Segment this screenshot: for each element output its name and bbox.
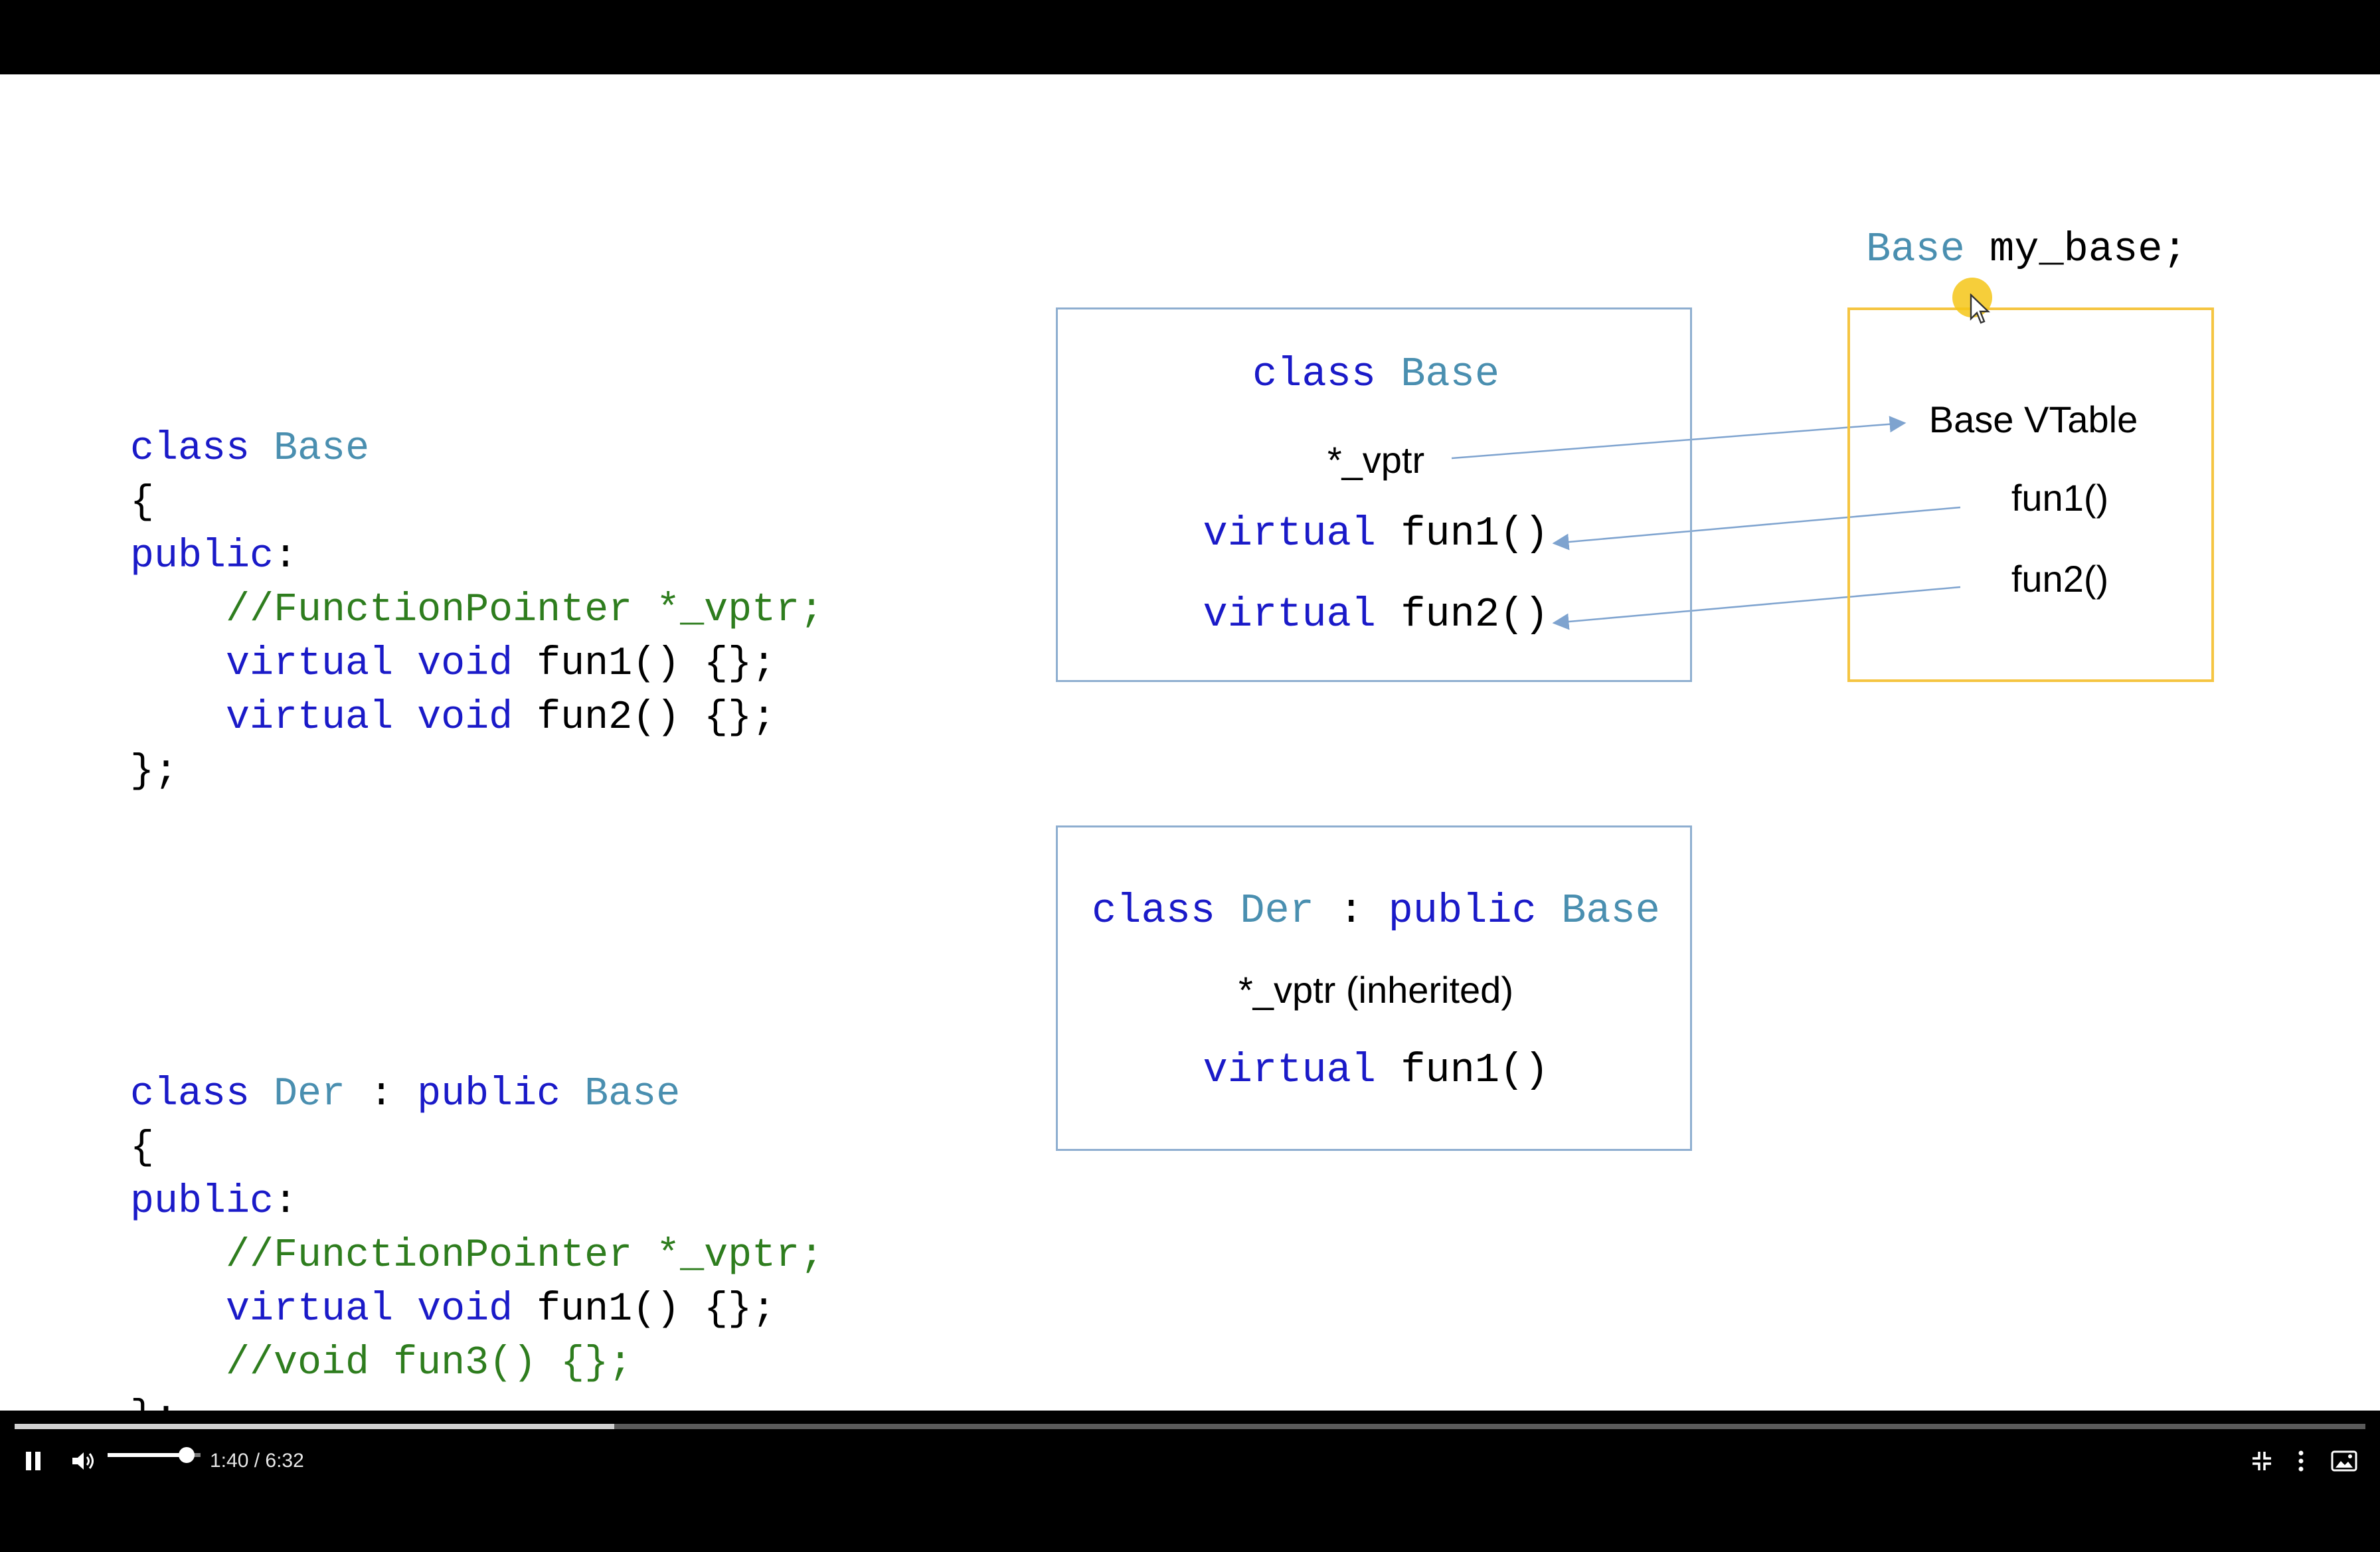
diagram-arrows [1451,416,1961,630]
der-box-fun1-kw: virtual [1203,1047,1376,1094]
base-box-title-type: Base [1401,351,1500,398]
code-token: Base [584,1072,681,1117]
current-time: 1:40 [210,1450,249,1472]
code-token: void [417,642,513,687]
code-token: }; [130,749,179,794]
time-display: 1:40 / 6:32 [210,1434,304,1488]
code-token: { [130,480,155,525]
der-box-vptr: *_vptr (inherited) [1238,969,1513,1011]
arrow-vtable-fun1 [1552,506,1961,551]
code-line: class Base [130,422,823,476]
vtable-entry-fun1: fun1() [2011,477,2109,519]
code-line: }; [130,745,823,799]
code-token: fun1() {}; [513,642,776,687]
code-token: }; [130,1395,179,1440]
code-token: class [130,1072,250,1117]
seek-bar[interactable] [15,1424,2365,1429]
code-token: : [345,1072,418,1117]
seek-bar-played [15,1424,615,1429]
exit-fullscreen-icon [2252,1452,2271,1470]
more-vert-icon [2298,1450,2304,1472]
base-box-fun1-name: fun1() [1401,510,1549,557]
code-line: //void fun3() {}; [130,1337,823,1391]
code-line: virtual void fun2() {}; [130,691,823,745]
code-token: fun1() {}; [513,1287,776,1332]
der-box-title-kw2: public [1388,887,1537,934]
code-token: { [130,1126,155,1171]
der-box-title: class Der : public Base [1058,887,1694,934]
vtable-box: Base VTable fun1() fun2() [1847,307,2214,682]
base-box-title: class Base [1058,351,1694,398]
der-box-fun1-name: fun1() [1401,1047,1549,1094]
code-line: { [130,1122,823,1175]
code-token: fun2() {}; [513,695,776,740]
vtable-entry-fun2: fun2() [2011,558,2109,600]
mouse-pointer-icon [1970,294,1990,324]
code-token: Der [274,1072,346,1117]
code-token: virtual [226,695,394,740]
code-line: virtual void fun1() {}; [130,1283,823,1337]
code-token: void [417,1287,513,1332]
base-box-fun2-kw: virtual [1203,591,1376,638]
exit-fullscreen-button[interactable] [2242,1434,2282,1488]
base-box-fun2-name: fun2() [1401,591,1549,638]
code-token: class [130,426,250,472]
code-token: virtual [226,1287,394,1332]
der-box-fun1: virtual fun1() [1058,1047,1694,1094]
pause-button[interactable] [13,1434,53,1488]
vtable-header-var: my_base; [1964,226,2187,273]
code-token: //FunctionPointer *_vptr; [226,1233,824,1278]
base-box-fun2: virtual fun2() [1058,591,1694,638]
arrow-vptr-to-vtable [1451,416,1907,460]
code-token: : [274,534,298,579]
volume-slider[interactable] [108,1447,201,1463]
video-frame-slide: class Base{public: //FunctionPointer *_v… [0,74,2380,1440]
der-box-title-sep: : [1314,887,1389,934]
base-box-vptr: *_vptr [1327,439,1425,481]
vtable-header-type: Base [1866,226,1965,273]
code-line: //FunctionPointer *_vptr; [130,1229,823,1283]
base-box-title-kw: class [1252,351,1376,398]
arrow-vtable-fun2 [1552,586,1961,630]
der-box-title-type1: Der [1240,887,1314,934]
vtable-title: Base VTable [1928,398,2138,440]
code-line: { [130,476,823,530]
player-controls: 1:40 / 6:32 [0,1434,2380,1488]
code-listing: class Base{public: //FunctionPointer *_v… [130,315,823,1552]
code-line: //FunctionPointer *_vptr; [130,584,823,638]
code-base-class: class Base{public: //FunctionPointer *_v… [130,422,823,799]
code-token: public [130,1179,274,1225]
code-token: //FunctionPointer *_vptr; [226,588,824,633]
volume-icon [72,1452,94,1470]
code-token: public [130,534,274,579]
code-line: }; [130,1391,823,1444]
base-box-fun1-kw: virtual [1203,510,1376,557]
more-options-button[interactable] [2284,1434,2318,1488]
code-token: void [417,695,513,740]
der-box-title-type2: Base [1561,887,1660,934]
code-line: class Der : public Base [130,1068,823,1122]
der-class-box: class Der : public Base *_vptr (inherite… [1056,825,1692,1151]
vtable-header-declaration: Base my_base; [1866,226,2187,273]
code-token: virtual [226,642,394,687]
pip-icon [2331,1450,2357,1472]
volume-button[interactable] [64,1434,104,1488]
code-line: virtual void fun1() {}; [130,638,823,691]
pause-icon [26,1452,41,1470]
picture-in-picture-button[interactable] [2324,1434,2364,1488]
base-box-fun1: virtual fun1() [1058,510,1694,557]
code-line: public: [130,530,823,584]
code-der-class: class Der : public Base{public: //Functi… [130,1068,823,1444]
base-class-box: class Base *_vptr virtual fun1() virtual… [1056,307,1692,682]
volume-slider-handle[interactable] [179,1447,195,1463]
duration: 6:32 [265,1450,304,1472]
time-separator: / [248,1450,266,1472]
code-token: : [274,1179,298,1225]
code-line: public: [130,1175,823,1229]
der-box-title-kw1: class [1092,887,1216,934]
code-token: public [417,1072,561,1117]
code-token: //void fun3() {}; [226,1341,633,1386]
code-token: Base [274,426,370,472]
volume-slider-fill [108,1453,187,1457]
